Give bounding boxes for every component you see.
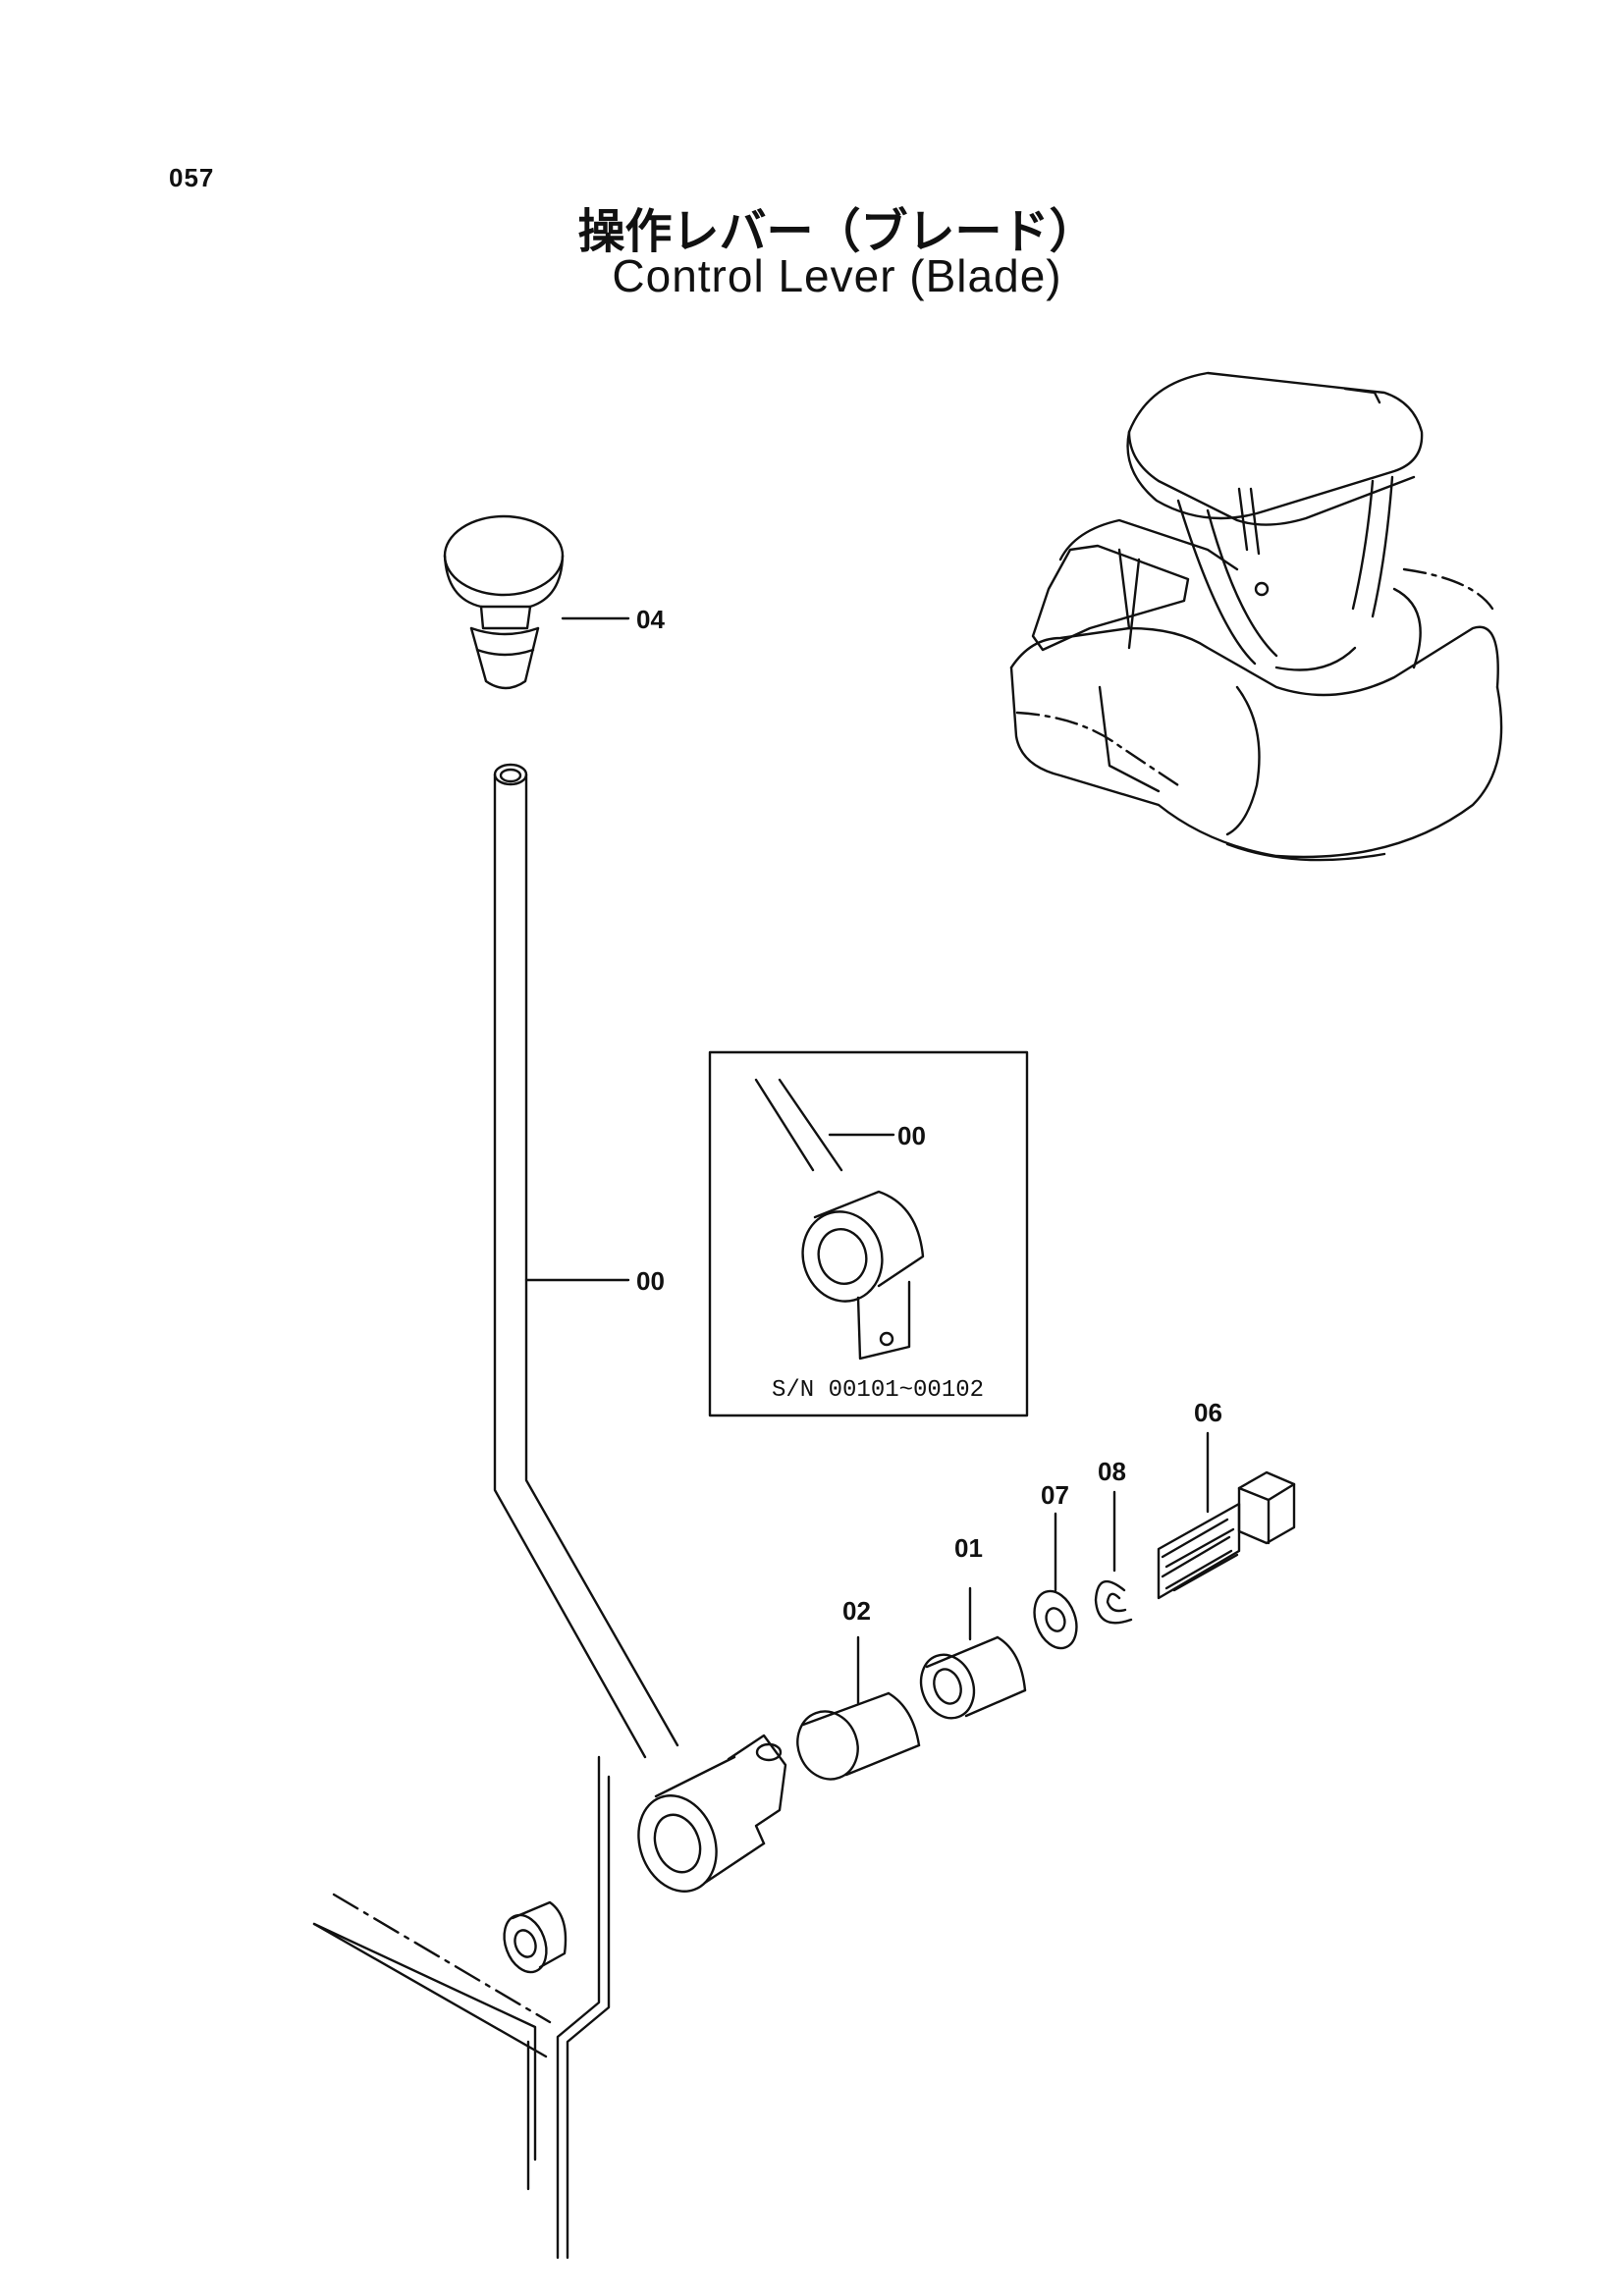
callout-lever-00: 00	[636, 1266, 665, 1296]
bolt-06-part	[1157, 1431, 1296, 1600]
lever-boss-part	[637, 1734, 787, 1893]
inset-serial-range: S/N 00101~00102	[772, 1377, 985, 1404]
page-title-english: Control Lever (Blade)	[612, 250, 1062, 301]
frame-part	[312, 1755, 611, 2260]
lever-part	[493, 763, 679, 1759]
washer-07-part	[1033, 1512, 1078, 1650]
callout-ring-08: 08	[1098, 1457, 1126, 1486]
bushing-01-part	[919, 1586, 1027, 1720]
ring-08-part	[1094, 1490, 1133, 1625]
machine-overview	[1009, 371, 1503, 862]
page-title-japanese: 操作レバー（ブレード）	[577, 204, 1097, 259]
callout-inset-lever-00: 00	[897, 1121, 926, 1150]
inset-box	[708, 1050, 1029, 1417]
callout-bolt-06: 06	[1194, 1398, 1222, 1427]
knob-part	[443, 514, 630, 690]
spacer-part	[503, 1900, 568, 1974]
page-number: 057	[169, 163, 215, 192]
callout-bushing-01: 01	[954, 1533, 983, 1563]
callout-washer-07: 07	[1041, 1480, 1069, 1510]
bushing-02-part	[796, 1635, 921, 1781]
callout-knob-04: 04	[636, 605, 665, 634]
callout-bushing-02: 02	[842, 1596, 871, 1626]
